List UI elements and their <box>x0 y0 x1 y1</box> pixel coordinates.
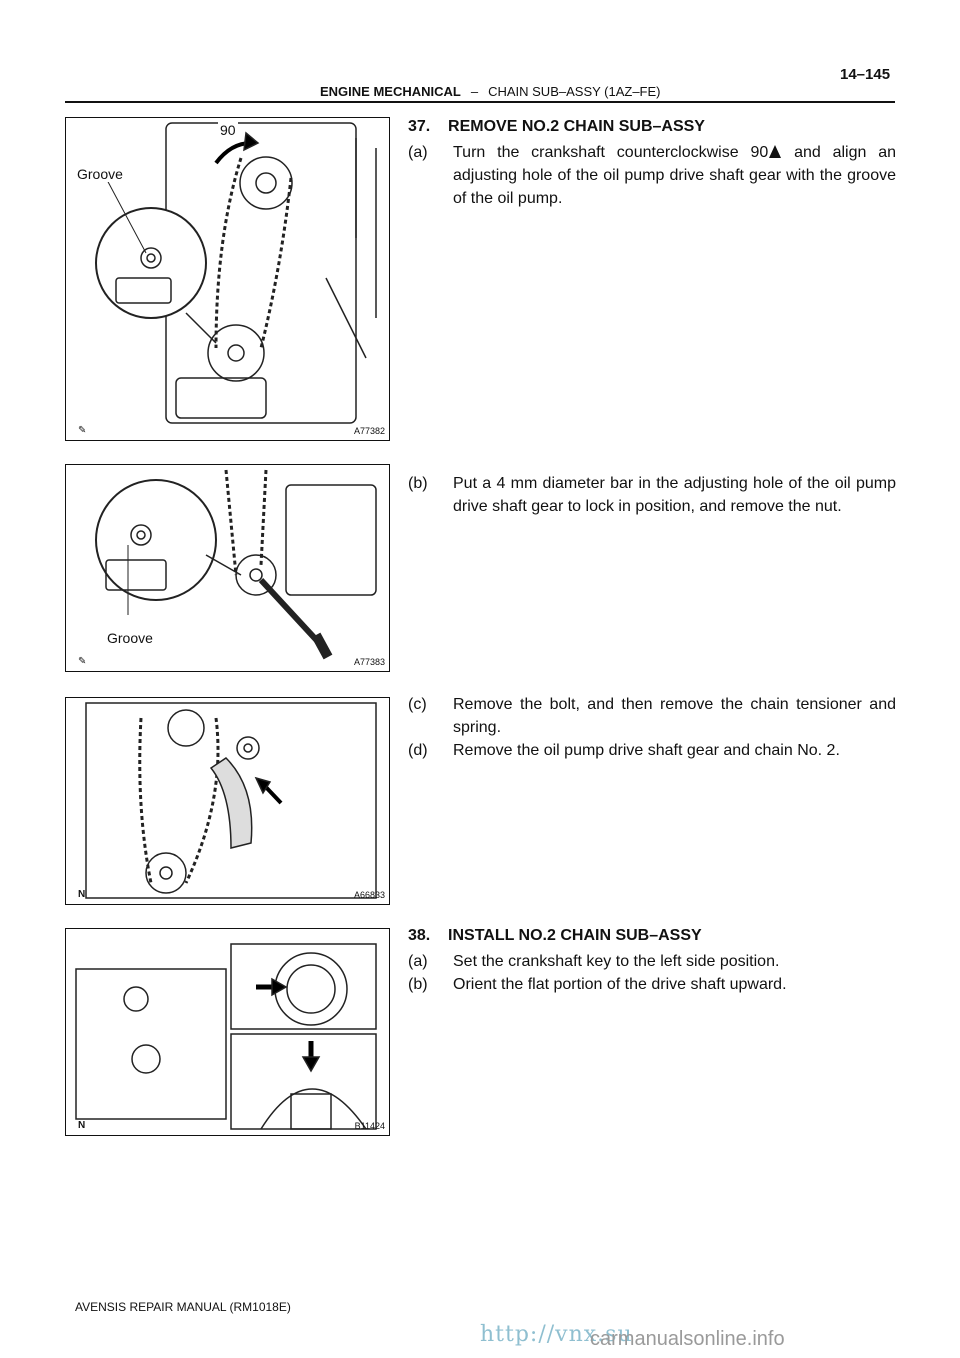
figure-a66833: N A66833 <box>65 697 390 905</box>
step-37b: (b) Put a 4 mm diameter bar in the adjus… <box>408 472 896 518</box>
groove-label-2: Groove <box>105 630 155 646</box>
step-37a-label: (a) <box>408 144 428 161</box>
step-37d: (d) Remove the oil pump drive shaft gear… <box>408 739 896 762</box>
header-separator: – <box>470 84 479 99</box>
running-header: ENGINE MECHANICAL–CHAIN SUB–ASSY (1AZ–FE… <box>320 84 661 99</box>
engine-illustration-2 <box>95 469 377 660</box>
step-37b-label: (b) <box>408 475 428 492</box>
step-37c: (c) Remove the bolt, and then remove the… <box>408 693 896 739</box>
figure-code: A77382 <box>353 426 385 436</box>
step-37a-pre: Turn the crankshaft counterclockwise 90 <box>453 144 769 161</box>
step-38b: (b) Orient the flat portion of the drive… <box>408 973 896 996</box>
step-38-title: 38. INSTALL NO.2 CHAIN SUB–ASSY <box>408 927 702 944</box>
degree-triangle-icon <box>769 145 782 158</box>
figure-mark-4: N <box>78 1120 86 1131</box>
step-38a-label: (a) <box>408 953 428 970</box>
figure-mark-2: ✎ <box>78 656 87 667</box>
step-37-title: 37. REMOVE NO.2 CHAIN SUB–ASSY <box>408 118 705 135</box>
step-38a-text: Set the crankshaft key to the left side … <box>453 953 780 970</box>
figure-code-3: A66833 <box>353 890 385 900</box>
figure-a77382: Groove 90 ✎ A77382 <box>65 117 390 441</box>
step-37d-text: Remove the oil pump drive shaft gear and… <box>453 742 840 759</box>
angle-label: 90 <box>218 122 238 138</box>
step-38a: (a) Set the crankshaft key to the left s… <box>408 950 896 973</box>
figure-mark-3: N <box>78 889 86 900</box>
engine-illustration-1 <box>95 122 377 424</box>
watermark-site: carmanualsonline.info <box>590 1328 785 1350</box>
page-number: 14–145 <box>840 66 891 83</box>
figure-a77383: Groove ✎ A77383 <box>65 464 390 672</box>
subsection-title: CHAIN SUB–ASSY (1AZ–FE) <box>488 84 661 99</box>
step-37a: (a) Turn the crankshaft counterclockwise… <box>408 141 896 210</box>
figure-code-4: B11424 <box>354 1121 385 1131</box>
step-38b-label: (b) <box>408 976 428 993</box>
watermark-link[interactable]: http://vnx.su <box>480 1322 633 1347</box>
step-37b-text: Put a 4 mm diameter bar in the adjusting… <box>453 475 896 515</box>
step-38b-text: Orient the flat portion of the drive sha… <box>453 976 787 993</box>
manual-footer: AVENSIS REPAIR MANUAL (RM1018E) <box>75 1300 291 1314</box>
groove-label: Groove <box>75 166 125 182</box>
engine-illustration-3 <box>85 702 377 899</box>
step-37c-text: Remove the bolt, and then remove the cha… <box>453 696 896 736</box>
step-37c-label: (c) <box>408 696 427 713</box>
step-37a-text: Turn the crankshaft counterclockwise 90 … <box>453 141 896 210</box>
step-37a-post: and align an adjusting hole of the oil p… <box>453 144 896 207</box>
figure-mark: ✎ <box>78 425 87 436</box>
figure-b11424: N B11424 <box>65 928 390 1136</box>
engine-illustration-4 <box>75 943 377 1130</box>
step-37d-label: (d) <box>408 742 428 759</box>
header-rule <box>65 101 895 103</box>
figure-code-2: A77383 <box>353 657 385 667</box>
section-title: ENGINE MECHANICAL <box>320 84 461 99</box>
